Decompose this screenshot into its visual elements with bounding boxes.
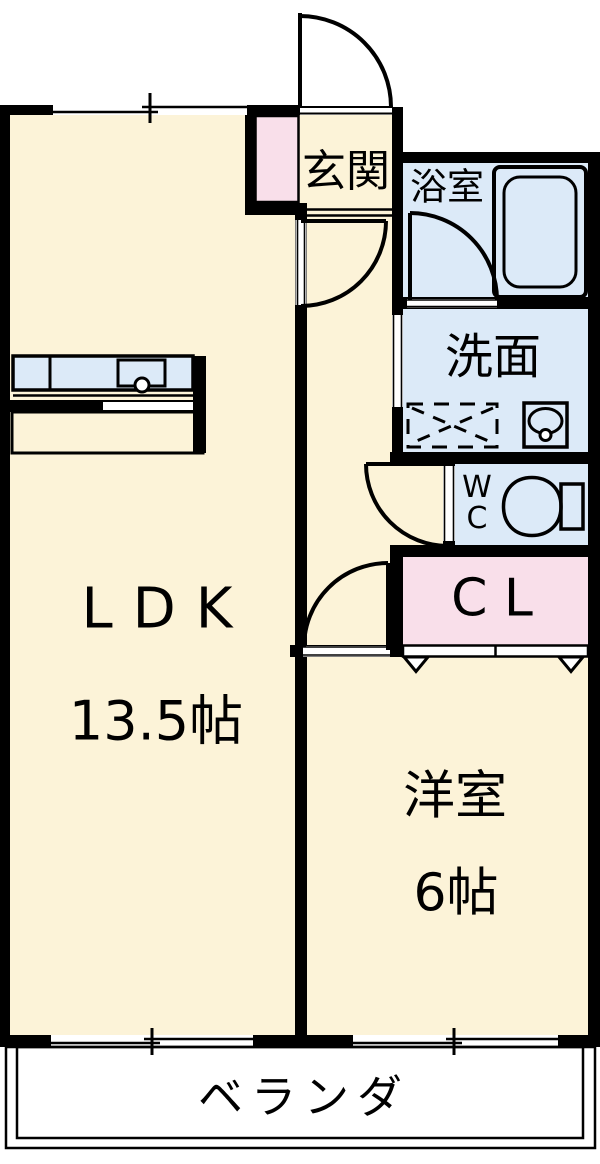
wall-washroom-bottom: [390, 452, 600, 464]
wall-left: [0, 105, 10, 1047]
bathtub-symbol: [492, 165, 588, 299]
wall-wc-bottom: [390, 545, 600, 557]
veranda-label: ベランダ: [197, 1070, 411, 1124]
western-door-opening: [303, 646, 390, 657]
closet-floor: [403, 557, 588, 645]
kitchen-table: [10, 410, 205, 455]
wall-closet-left: [390, 557, 403, 645]
wall-hall-right: [392, 107, 403, 455]
hall-nook-floor: [392, 464, 443, 545]
window-bottom-ldk: [51, 1028, 253, 1055]
entrance-door: [298, 13, 393, 108]
wall-ldk-hall: [295, 203, 307, 1035]
wc-label-line2: C: [466, 501, 488, 536]
ldk-floor: [10, 115, 295, 1035]
ldk-label: LDK: [81, 576, 253, 642]
wall-shoe-left: [245, 105, 255, 215]
shoe-cabinet: [254, 114, 300, 204]
western-room-label: 洋室: [402, 766, 508, 827]
entrance-label: 玄関: [302, 145, 390, 197]
washer-pan-symbol: [406, 402, 499, 449]
wc-door: [364, 462, 449, 548]
wall-shoe-bottom: [245, 203, 307, 215]
kitchen-pass-through: [103, 402, 197, 410]
kitchen-counter: [10, 354, 206, 455]
ldk-size-label: 13.5帖: [68, 689, 244, 753]
window-bottom-western: [353, 1028, 558, 1055]
entrance-hall-floor: [297, 115, 392, 645]
washroom-opening: [392, 315, 403, 407]
kitchen-faucet: [133, 376, 151, 394]
bathroom-door: [408, 211, 499, 301]
window-top: [53, 93, 247, 123]
veranda-outline: [4, 1045, 597, 1150]
windows: [51, 93, 558, 1055]
wall-right-outer: [588, 152, 600, 1047]
washroom-label: 洗面: [444, 328, 542, 385]
toilet-symbol: [501, 475, 585, 538]
bathroom-door-opening: [407, 299, 497, 308]
ldk-door: [300, 219, 388, 308]
western-room-size-label: 6帖: [413, 863, 499, 924]
wc-label: W C: [462, 472, 492, 534]
entrance-opening: [300, 105, 392, 115]
wc-door-opening: [443, 466, 455, 541]
entrance-step: [305, 208, 392, 217]
closet-sliding-door: [400, 644, 590, 674]
wall-bathroom-top: [392, 152, 600, 163]
door-openings: [103, 105, 497, 657]
western-room-floor: [307, 657, 588, 1035]
closet-label: C L: [451, 568, 533, 629]
bathroom-label: 浴室: [410, 165, 484, 209]
wc-label-line1: W: [462, 470, 492, 505]
vanity-sink-symbol: [522, 401, 569, 449]
kitchen-stub-overlay: [193, 356, 206, 453]
doors: [298, 13, 499, 650]
western-room-door: [302, 561, 390, 650]
ldk-door-opening: [295, 220, 307, 305]
